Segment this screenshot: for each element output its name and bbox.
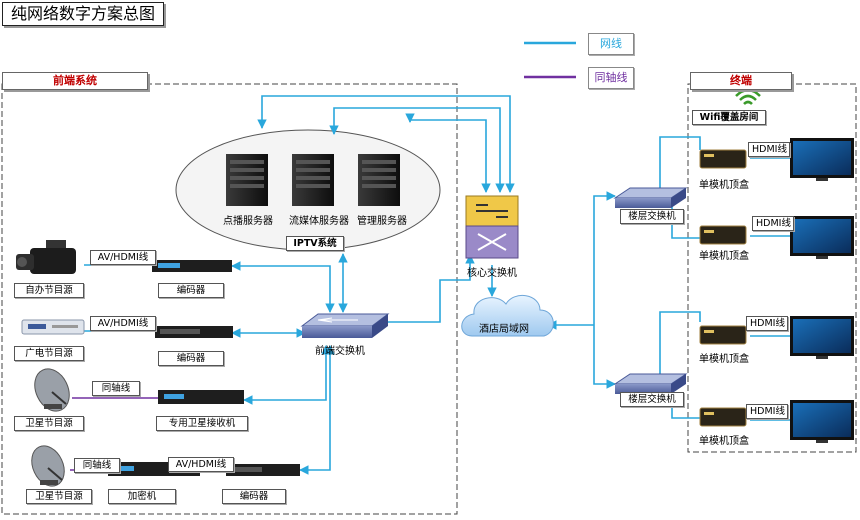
terminal-region-title: 终端 bbox=[690, 72, 792, 90]
hdmi-cable-label: HDMI线 bbox=[746, 316, 788, 331]
management-server-icon bbox=[358, 154, 400, 206]
source-label-satellite: 卫星节目源 bbox=[14, 416, 84, 431]
encryptor-label: 加密机 bbox=[108, 489, 176, 504]
floor-switch-icon bbox=[613, 373, 688, 394]
satellite-receiver-label: 专用卫星接收机 bbox=[156, 416, 248, 431]
encoder-device-icon bbox=[226, 464, 300, 476]
core-switch-label: 核心交换机 bbox=[467, 268, 517, 279]
stb-label: 单模机顶盒 bbox=[699, 436, 749, 447]
stb-label: 单模机顶盒 bbox=[699, 180, 749, 191]
page-title: 纯网络数字方案总图 bbox=[2, 2, 165, 26]
vod-server-label: 点播服务器 bbox=[223, 216, 273, 227]
broadcast-receiver-icon bbox=[21, 319, 85, 335]
tv-icon bbox=[790, 316, 854, 359]
encoder-label: 编码器 bbox=[222, 489, 286, 504]
cable-label-av-hdmi: AV/HDMI线 bbox=[90, 316, 156, 331]
hdmi-cable-label: HDMI线 bbox=[752, 216, 794, 231]
camcorder-icon bbox=[16, 240, 76, 274]
source-label-selfmade: 自办节目源 bbox=[14, 283, 84, 298]
wifi-signal-icon bbox=[735, 88, 761, 105]
encoder-device-icon bbox=[152, 260, 232, 272]
set-top-box-icon bbox=[699, 225, 747, 245]
wifi-room-label: Wifi覆盖房间 bbox=[692, 110, 766, 125]
management-server-label: 管理服务器 bbox=[357, 216, 407, 227]
source-label-broadcast: 广电节目源 bbox=[14, 346, 84, 361]
cable-label-coax: 同轴线 bbox=[92, 381, 140, 396]
frontend-region-frame bbox=[1, 83, 458, 515]
hotel-lan-cloud-icon bbox=[461, 295, 554, 337]
streaming-server-icon bbox=[292, 154, 334, 206]
encoder-label: 编码器 bbox=[158, 351, 224, 366]
streaming-server-label: 流媒体服务器 bbox=[289, 216, 349, 227]
tv-icon bbox=[790, 216, 854, 259]
set-top-box-icon bbox=[699, 325, 747, 345]
vod-server-icon bbox=[226, 154, 268, 206]
core-switch-icon bbox=[465, 195, 519, 259]
floor-switch-label: 楼层交换机 bbox=[620, 392, 684, 407]
floor-switch-icon bbox=[613, 187, 688, 208]
stb-label: 单模机顶盒 bbox=[699, 354, 749, 365]
legend-coax-label: 同轴线 bbox=[588, 67, 634, 89]
cable-label-coax: 同轴线 bbox=[74, 458, 120, 473]
satellite-dish-icon bbox=[34, 368, 70, 412]
satellite-dish-icon bbox=[31, 445, 65, 487]
set-top-box-icon bbox=[699, 149, 747, 169]
iptv-system-label: IPTV系统 bbox=[286, 236, 344, 251]
stb-label: 单模机顶盒 bbox=[699, 251, 749, 262]
encoder-device-icon bbox=[155, 326, 233, 338]
set-top-box-icon bbox=[699, 407, 747, 427]
hotel-lan-label: 酒店局域网 bbox=[479, 324, 529, 335]
hdmi-cable-label: HDMI线 bbox=[746, 404, 788, 419]
cable-label-av-hdmi: AV/HDMI线 bbox=[90, 250, 156, 265]
encoder-label: 编码器 bbox=[158, 283, 224, 298]
hdmi-cable-label: HDMI线 bbox=[748, 142, 790, 157]
legend-net-label: 网线 bbox=[588, 33, 634, 55]
frontend-switch-icon bbox=[300, 313, 390, 338]
tv-icon bbox=[790, 400, 854, 443]
tv-icon bbox=[790, 138, 854, 181]
source-label-satellite: 卫星节目源 bbox=[26, 489, 92, 504]
floor-switch-label: 楼层交换机 bbox=[620, 209, 684, 224]
frontend-region-title: 前端系统 bbox=[2, 72, 148, 90]
satellite-receiver-device-icon bbox=[158, 390, 244, 404]
cable-label-av-hdmi: AV/HDMI线 bbox=[168, 457, 234, 472]
frontend-switch-label: 前端交换机 bbox=[315, 346, 365, 357]
